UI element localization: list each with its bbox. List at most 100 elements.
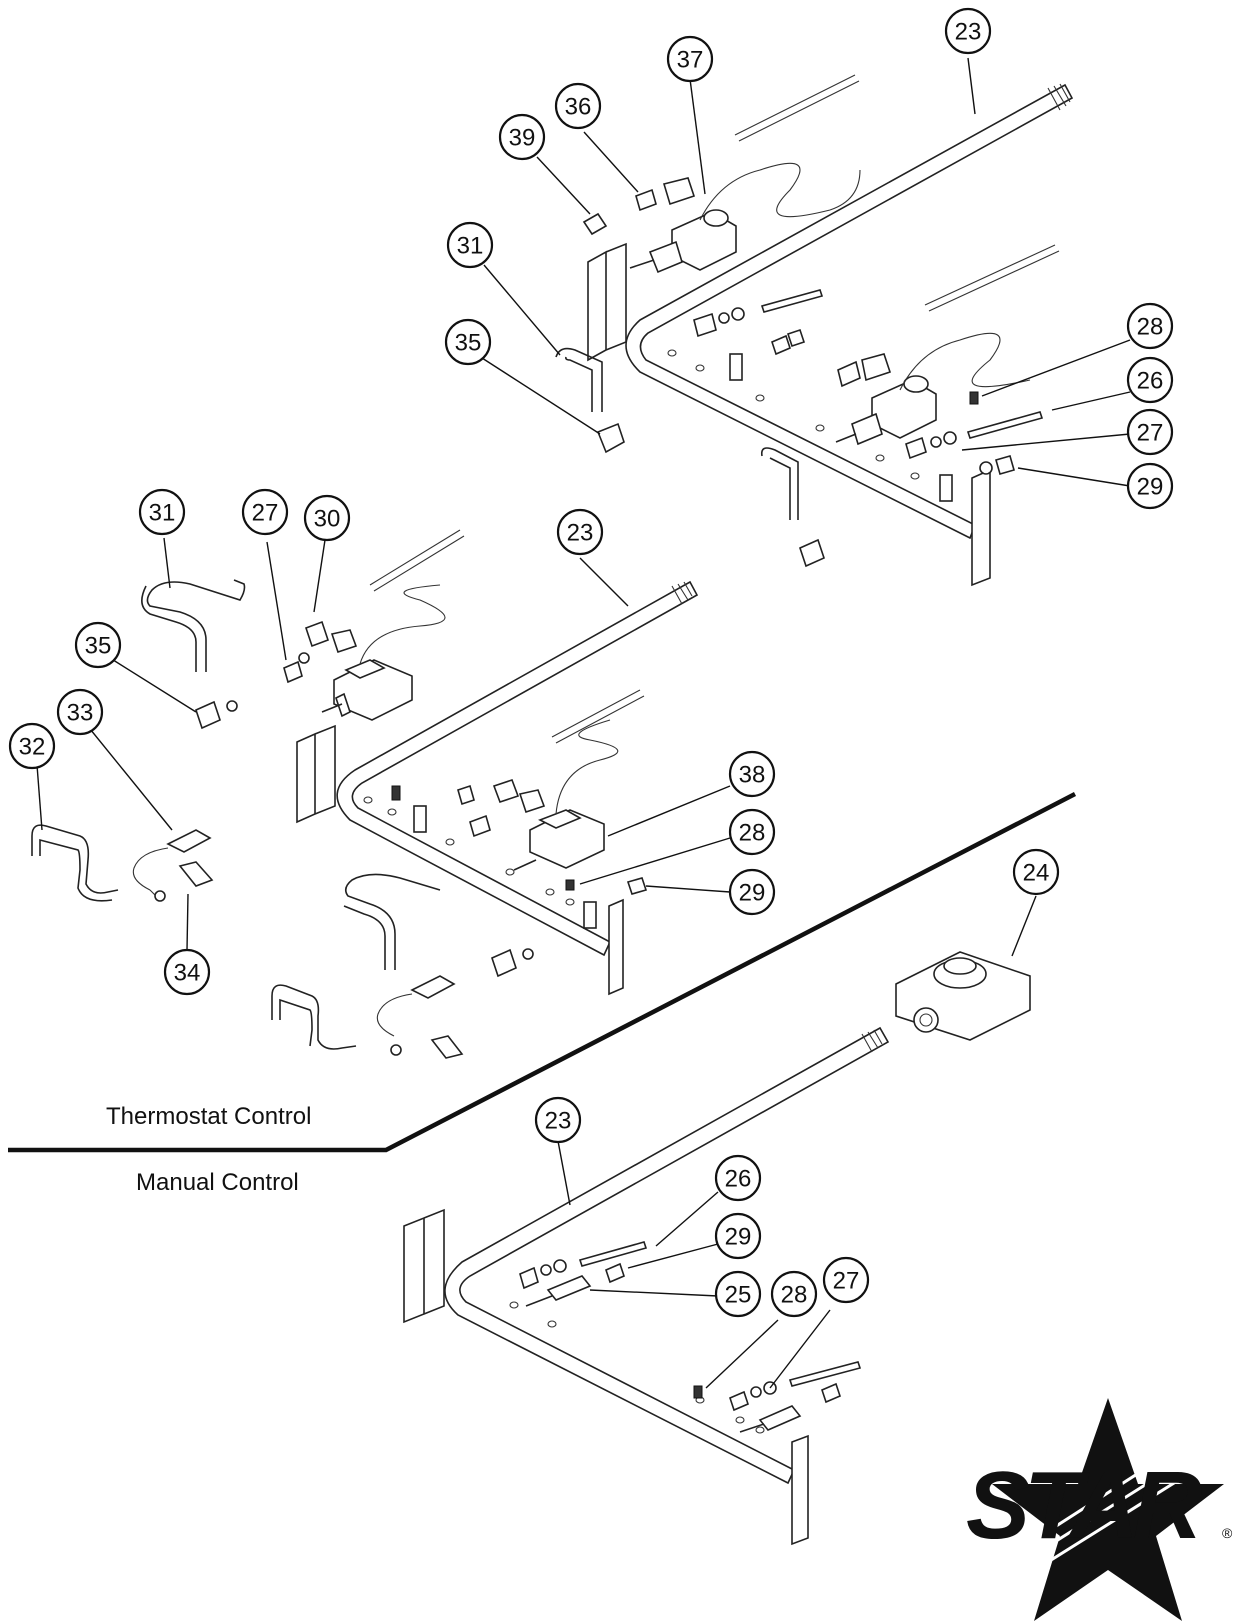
pilot-tube-middle (141, 579, 246, 672)
callout-circle (534, 1096, 582, 1144)
manifold-assembly-top (555, 74, 1074, 587)
callout-number: 36 (565, 94, 592, 121)
callout-circle (1012, 848, 1060, 896)
callout-circle (714, 1270, 762, 1318)
callout-27: 27 (822, 1256, 870, 1304)
callout-23: 23 (944, 7, 992, 55)
manual-valve-25 (546, 1275, 592, 1301)
callout-number: 39 (509, 125, 536, 152)
mounting-bracket-middle-right (608, 898, 624, 996)
callout-number: 28 (781, 1282, 808, 1309)
callout-number: 26 (1137, 368, 1164, 395)
callout-number: 28 (1137, 314, 1164, 341)
callout-number: 29 (739, 880, 766, 907)
callout-number: 33 (67, 700, 94, 727)
pilot-tube-top (555, 347, 603, 412)
callout-23: 23 (534, 1096, 582, 1144)
callout-number: 29 (725, 1224, 752, 1251)
callout-circle (554, 82, 602, 130)
callout-number: 31 (149, 500, 176, 527)
callout-circle (303, 494, 351, 542)
callout-33: 33 (56, 688, 104, 736)
callout-28: 28 (728, 808, 776, 856)
callout-number: 28 (739, 820, 766, 847)
mounting-bracket-top-right (971, 468, 991, 587)
callout-circle (1126, 356, 1174, 404)
callout-circle (56, 688, 104, 736)
logo-wordmark: STAR (966, 1452, 1202, 1559)
callout-circle (728, 808, 776, 856)
callout-circle (241, 488, 289, 536)
callout-circle (1126, 408, 1174, 456)
callout-circle (714, 1212, 762, 1260)
callout-35: 35 (74, 621, 122, 669)
callout-25: 25 (714, 1270, 762, 1318)
callout-balloons: 23 37 36 39 31 35 28 26 27 29 31 27 30 23 35 33 32 38 28 29… (8, 7, 1174, 1318)
mounting-bracket-middle-left (296, 724, 336, 824)
callout-38: 38 (728, 750, 776, 798)
leader-lines (36, 57, 1131, 1389)
callout-23: 23 (556, 508, 604, 556)
callout-circle (944, 7, 992, 55)
callout-36: 36 (554, 82, 602, 130)
callout-number: 25 (725, 1282, 752, 1309)
callout-number: 23 (545, 1108, 572, 1135)
callout-number: 30 (314, 506, 341, 533)
registered-mark: ® (1222, 1525, 1233, 1541)
manifold-assembly-manual (403, 951, 1031, 1546)
burner-tube-32 (31, 824, 119, 902)
callout-number: 27 (252, 500, 279, 527)
callout-circle (8, 722, 56, 770)
callout-26: 26 (714, 1154, 762, 1202)
callout-number: 32 (19, 734, 46, 761)
mounting-bracket-manual-left (403, 1208, 445, 1324)
callout-27: 27 (1126, 408, 1174, 456)
callout-number: 23 (567, 520, 594, 547)
callout-number: 29 (1137, 474, 1164, 501)
callout-30: 30 (303, 494, 351, 542)
thermostat-control-label: Thermostat Control (106, 1103, 312, 1130)
callout-circle (714, 1154, 762, 1202)
callout-number: 37 (677, 47, 704, 74)
callout-circle (728, 868, 776, 916)
section-divider (8, 792, 1077, 1153)
manual-control-label: Manual Control (136, 1169, 299, 1196)
manifold-pipe-middle (336, 580, 699, 957)
callout-circle (556, 508, 604, 556)
callout-number: 31 (457, 233, 484, 260)
manifold-pipe-top (625, 83, 1074, 540)
callout-29: 29 (1126, 462, 1174, 510)
callout-31: 31 (446, 221, 494, 269)
callout-number: 34 (174, 960, 201, 987)
callout-28: 28 (770, 1270, 818, 1318)
callout-29: 29 (728, 868, 776, 916)
callout-number: 24 (1023, 860, 1050, 887)
callout-circle (1126, 302, 1174, 350)
capillary-tube-top (699, 74, 861, 221)
callout-29: 29 (714, 1212, 762, 1260)
callout-circle (498, 113, 546, 161)
manifold-pipe-manual (444, 1026, 890, 1485)
callout-number: 27 (1137, 420, 1164, 447)
callout-number: 35 (455, 330, 482, 357)
callout-24: 24 (1012, 848, 1060, 896)
callout-circle (770, 1270, 818, 1318)
callout-27: 27 (241, 488, 289, 536)
callout-circle (666, 35, 714, 83)
callout-35: 35 (444, 318, 492, 366)
callout-circle (138, 488, 186, 536)
callout-37: 37 (666, 35, 714, 83)
callout-circle (822, 1256, 870, 1304)
mounting-bracket-top-left (587, 242, 627, 362)
callout-34: 34 (163, 948, 211, 996)
callout-26: 26 (1126, 356, 1174, 404)
star-logo (992, 1398, 1224, 1621)
callout-32: 32 (8, 722, 56, 770)
callout-circle (446, 221, 494, 269)
pilot-bracket-34 (178, 861, 214, 887)
callout-39: 39 (498, 113, 546, 161)
callout-circle (163, 948, 211, 996)
callout-number: 26 (725, 1166, 752, 1193)
callout-number: 38 (739, 762, 766, 789)
